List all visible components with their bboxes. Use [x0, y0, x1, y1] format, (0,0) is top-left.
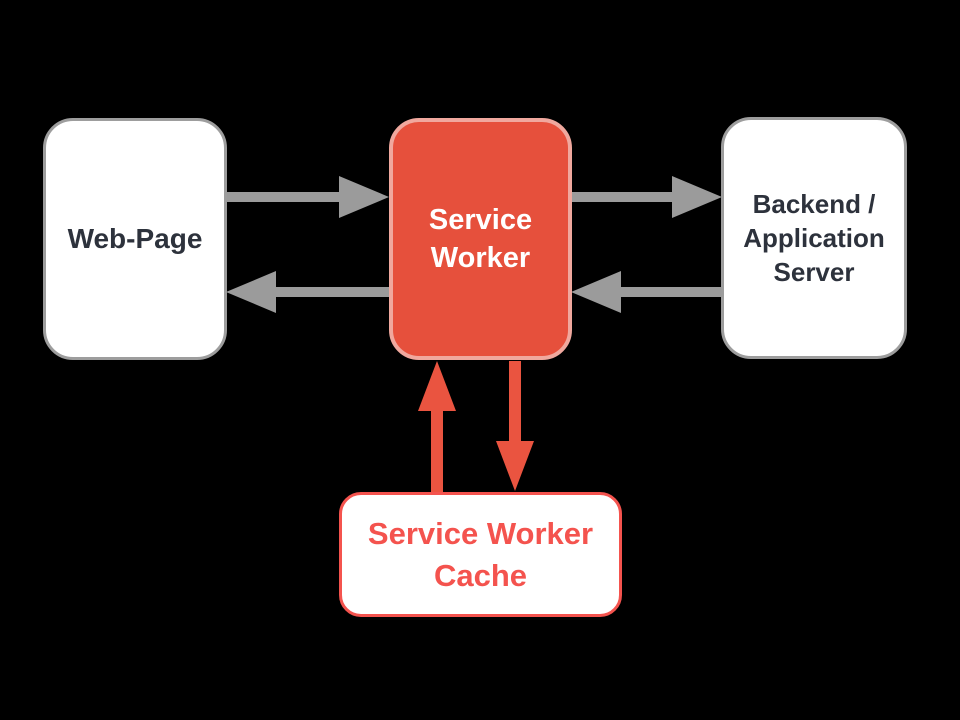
node-service-worker-cache-label: Service Worker Cache [367, 515, 594, 593]
node-web-page: Web-Page [43, 118, 227, 360]
arrow-serviceworker-to-backend [571, 176, 722, 218]
node-service-worker-label: Service Worker [428, 204, 533, 274]
node-backend-label: Backend / Application Server [743, 189, 885, 287]
node-service-worker: Service Worker [389, 118, 572, 360]
arrow-serviceworker-to-webpage [226, 271, 390, 313]
node-web-page-label: Web-Page [67, 223, 203, 254]
node-backend-application-server: Backend / Application Server [721, 117, 907, 359]
arrow-serviceworker-to-cache [496, 361, 534, 491]
arrow-webpage-to-serviceworker [226, 176, 389, 218]
arrow-backend-to-serviceworker [571, 271, 722, 313]
arrow-cache-to-serviceworker [418, 361, 456, 493]
node-service-worker-cache: Service Worker Cache [339, 492, 622, 617]
